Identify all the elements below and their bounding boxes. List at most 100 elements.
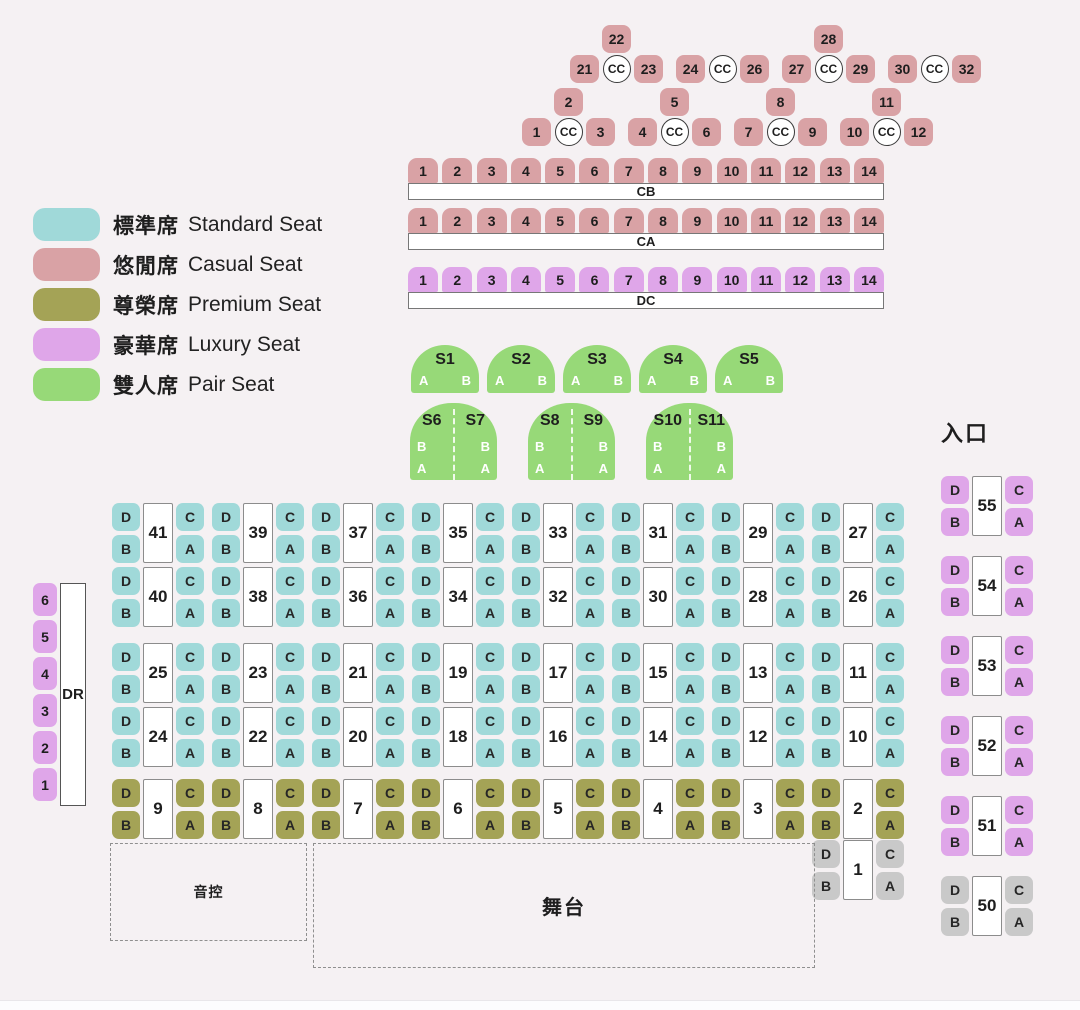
seat-C[interactable]: C	[1005, 796, 1033, 824]
seat-DC-10[interactable]: 10	[716, 267, 747, 292]
seat-B[interactable]: B	[412, 739, 440, 767]
seat-C[interactable]: C	[276, 779, 304, 807]
seat-CB-6[interactable]: 6	[579, 158, 610, 183]
seat-C[interactable]: C	[676, 779, 704, 807]
seat-A[interactable]: A	[776, 675, 804, 703]
seat-B[interactable]: B	[712, 811, 740, 839]
seat-DC-9[interactable]: 9	[682, 267, 713, 292]
seat-A[interactable]: A	[176, 739, 204, 767]
seat-A[interactable]: A	[476, 739, 504, 767]
seat-A[interactable]: A	[1005, 828, 1033, 856]
seat-A[interactable]: A	[776, 535, 804, 563]
seat-B[interactable]: B	[812, 675, 840, 703]
seat-32[interactable]: 32	[952, 55, 981, 83]
seat-D[interactable]: D	[812, 779, 840, 807]
seat-D[interactable]: D	[512, 643, 540, 671]
seat-A[interactable]: A	[1005, 508, 1033, 536]
seat-B[interactable]: B	[112, 675, 140, 703]
seat-10[interactable]: 10	[840, 118, 869, 146]
seat-D[interactable]: D	[941, 716, 969, 744]
seat-B[interactable]: B	[112, 811, 140, 839]
seat-6[interactable]: 6	[692, 118, 721, 146]
seat-D[interactable]: D	[112, 643, 140, 671]
seat-A[interactable]: A	[276, 811, 304, 839]
seat-B[interactable]: B	[612, 739, 640, 767]
seat-A[interactable]: A	[1005, 908, 1033, 936]
seat-A[interactable]: A	[576, 675, 604, 703]
seat-B[interactable]: B	[941, 908, 969, 936]
seat-D[interactable]: D	[312, 707, 340, 735]
seat-D[interactable]: D	[812, 503, 840, 531]
seat-C[interactable]: C	[676, 503, 704, 531]
seat-D[interactable]: D	[812, 840, 840, 868]
seat-B[interactable]: B	[512, 599, 540, 627]
seat-D[interactable]: D	[812, 707, 840, 735]
seat-D[interactable]: D	[512, 779, 540, 807]
seat-C[interactable]: C	[1005, 556, 1033, 584]
seat-A[interactable]: A	[676, 599, 704, 627]
seat-A[interactable]: A	[476, 535, 504, 563]
seat-A[interactable]: A	[876, 675, 904, 703]
seat-A[interactable]: A	[176, 599, 204, 627]
seat-B[interactable]: B	[412, 675, 440, 703]
seat-D[interactable]: D	[512, 567, 540, 595]
seat-23[interactable]: 23	[634, 55, 663, 83]
seat-A[interactable]: A	[176, 535, 204, 563]
seat-B[interactable]: B	[212, 535, 240, 563]
cc-seat[interactable]: CC	[766, 118, 795, 146]
seat-DC-2[interactable]: 2	[442, 267, 473, 292]
seat-C[interactable]: C	[676, 643, 704, 671]
seat-D[interactable]: D	[312, 567, 340, 595]
cc-seat[interactable]: CC	[602, 55, 631, 83]
seat-CB-14[interactable]: 14	[853, 158, 884, 183]
seat-C[interactable]: C	[776, 779, 804, 807]
seat-D[interactable]: D	[941, 876, 969, 904]
seat-C[interactable]: C	[276, 707, 304, 735]
seat-C[interactable]: C	[476, 779, 504, 807]
seat-8[interactable]: 8	[766, 88, 795, 116]
seat-B[interactable]: B	[812, 599, 840, 627]
seat-C[interactable]: C	[276, 567, 304, 595]
seat-B[interactable]: B	[412, 535, 440, 563]
seat-DC-4[interactable]: 4	[510, 267, 541, 292]
seat-3[interactable]: 3	[586, 118, 615, 146]
seat-22[interactable]: 22	[602, 25, 631, 53]
seat-A[interactable]: A	[776, 811, 804, 839]
seat-DC-7[interactable]: 7	[613, 267, 644, 292]
seat-CB-3[interactable]: 3	[476, 158, 507, 183]
seat-A[interactable]: A	[376, 739, 404, 767]
seat-A[interactable]: A	[276, 535, 304, 563]
cc-seat[interactable]: CC	[872, 118, 901, 146]
seat-C[interactable]: C	[376, 643, 404, 671]
cc-seat[interactable]: CC	[708, 55, 737, 83]
seat-26[interactable]: 26	[740, 55, 769, 83]
seat-C[interactable]: C	[576, 503, 604, 531]
seat-CB-13[interactable]: 13	[819, 158, 850, 183]
seat-A[interactable]: A	[576, 599, 604, 627]
seat-24[interactable]: 24	[676, 55, 705, 83]
seat-DC-3[interactable]: 3	[476, 267, 507, 292]
seat-CB-7[interactable]: 7	[613, 158, 644, 183]
seat-B[interactable]: B	[512, 675, 540, 703]
seat-D[interactable]: D	[312, 779, 340, 807]
seat-C[interactable]: C	[1005, 476, 1033, 504]
seat-D[interactable]: D	[312, 643, 340, 671]
seat-C[interactable]: C	[376, 707, 404, 735]
seat-A[interactable]: A	[376, 599, 404, 627]
seat-DC-11[interactable]: 11	[750, 267, 781, 292]
seat-B[interactable]: B	[212, 811, 240, 839]
seat-CB-9[interactable]: 9	[682, 158, 713, 183]
seat-30[interactable]: 30	[888, 55, 917, 83]
seat-2[interactable]: 2	[554, 88, 583, 116]
seat-A[interactable]: A	[576, 811, 604, 839]
seat-B[interactable]: B	[412, 599, 440, 627]
seat-C[interactable]: C	[476, 503, 504, 531]
seat-B[interactable]: B	[812, 811, 840, 839]
seat-A[interactable]: A	[676, 675, 704, 703]
seat-C[interactable]: C	[1005, 636, 1033, 664]
seat-CA-5[interactable]: 5	[545, 208, 576, 233]
seat-C[interactable]: C	[176, 567, 204, 595]
